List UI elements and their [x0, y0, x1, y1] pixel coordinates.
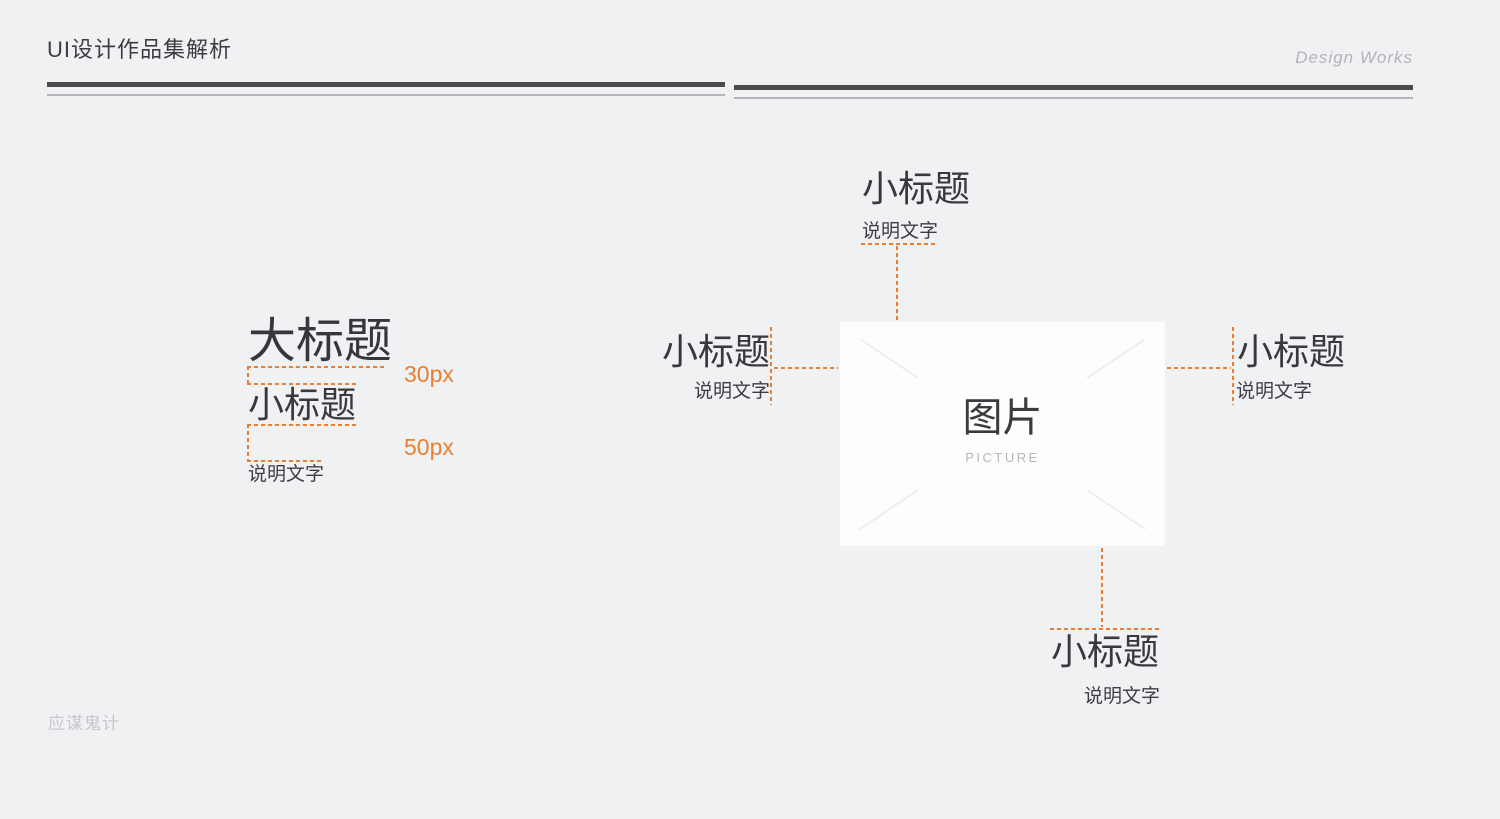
spacing-label-30px: 30px: [404, 361, 454, 387]
header-rule-right-thin: [734, 97, 1413, 99]
callout-bottom-connector-line: [1101, 548, 1103, 627]
picture-placeholder: 图片 PICTURE: [840, 322, 1165, 546]
header-rule-right-thick: [734, 85, 1413, 90]
callout-bottom-overline: [1050, 628, 1159, 630]
spacing-bracket-30-bottom-line: [247, 383, 356, 385]
watermark-text: 应谋鬼计: [48, 714, 120, 733]
header-rule-left-thick: [47, 82, 725, 87]
callout-top-description: 说明文字: [862, 221, 939, 242]
demo-description-text: 说明文字: [248, 464, 325, 485]
callout-right-connector-line: [1167, 367, 1231, 369]
spacing-label-50px: 50px: [404, 434, 454, 460]
spacing-bracket-50-top-line: [247, 424, 356, 426]
picture-sublabel: PICTURE: [965, 450, 1040, 465]
callout-left-title: 小标题: [661, 331, 770, 372]
callout-right-title: 小标题: [1237, 331, 1346, 372]
corner-diagonals-icon: [859, 338, 1146, 530]
spacing-bracket-30-vertical-line: [247, 366, 249, 385]
demo-big-title: 大标题: [248, 315, 393, 368]
demo-small-title: 小标题: [248, 384, 357, 425]
picture-label: 图片: [962, 396, 1043, 440]
callout-top-underline: [861, 243, 937, 245]
callout-bottom-description: 说明文字: [1083, 686, 1160, 707]
header-rule-left-thin: [47, 94, 725, 96]
callout-right-description: 说明文字: [1236, 381, 1313, 402]
callout-left-description: 说明文字: [693, 381, 770, 402]
spacing-bracket-30-top-line: [247, 366, 387, 368]
spacing-bracket-50-bottom-line: [247, 460, 323, 462]
callout-right-vertical-line: [1232, 327, 1234, 405]
callout-left-vertical-line: [770, 327, 772, 405]
callout-left-connector-line: [774, 367, 838, 369]
page-title: UI设计作品集解析: [47, 37, 233, 62]
spacing-bracket-50-vertical-line: [247, 424, 249, 462]
brand-text: Design Works: [1295, 48, 1413, 67]
callout-top-title: 小标题: [862, 168, 971, 209]
callout-bottom-title: 小标题: [1051, 631, 1160, 672]
callout-top-connector-line: [896, 246, 898, 321]
